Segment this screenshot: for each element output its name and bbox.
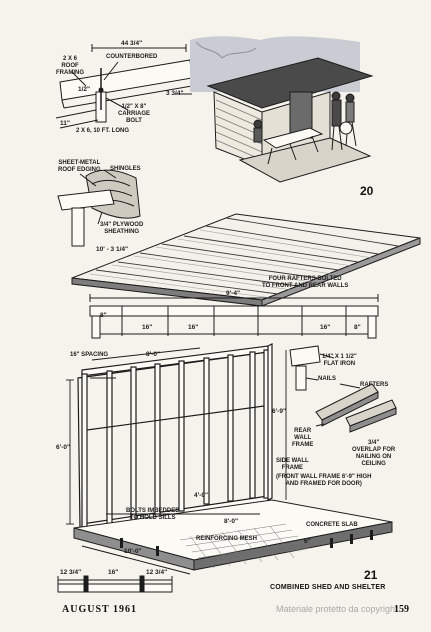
small-dim: 11"	[60, 120, 70, 127]
concrete-slab	[73, 499, 393, 575]
rafters-label: RAFTERS	[360, 382, 389, 388]
spacing-label: 16" SPACING	[70, 352, 109, 358]
spacing-detail	[57, 575, 173, 593]
front-wall-label: (FRONT WALL FRAME 6'-9" HIGH AND FRAMED …	[276, 474, 372, 487]
base-dim: 8'-0"	[224, 518, 239, 525]
sheet-metal-label: SHEET-METAL ROOF EDGING	[58, 160, 101, 173]
d4-dim: 4'-0"	[194, 492, 209, 499]
roof-edge-detail	[57, 169, 141, 247]
wall-framing	[77, 343, 273, 531]
issue-date: AUGUST 1961	[62, 604, 137, 615]
flat-iron-detail	[289, 345, 335, 391]
shed-illustration	[190, 36, 374, 183]
rafter-16c-dim: 16"	[320, 324, 331, 331]
roof-length-dim: 10' - 3 1/4"	[96, 246, 129, 253]
wall-height-dim: 6'-0"	[56, 444, 71, 451]
page-number: 159	[394, 604, 409, 615]
long-2x6-label: 2 x 6, 10 FT. LONG	[76, 128, 130, 134]
right-spacing-dim: 12 3/4"	[146, 569, 168, 576]
wall-width-dim: 8'-0"	[146, 351, 161, 358]
wall-dimensions	[66, 347, 287, 525]
counterbored-label: COUNTERBORED	[106, 54, 158, 60]
copyright-watermark: Materiale protetto da copyright	[276, 604, 398, 614]
nails-label: NAILS	[318, 376, 336, 382]
left-spacing-dim: 12 3/4"	[60, 569, 82, 576]
side-wall-label: SIDE WALL FRAME	[276, 458, 309, 471]
figure-20-number: 20	[360, 184, 374, 198]
roof-framing-label: 2 x 6 ROOF FRAMING	[56, 56, 84, 76]
figure-21-number: 21	[364, 568, 378, 582]
mid-spacing-dim: 16"	[108, 569, 119, 576]
top-width-dim: 44 3/4"	[121, 40, 143, 47]
header-beam	[89, 294, 379, 339]
mesh-label: REINFORCING MESH	[196, 536, 258, 542]
side-height-dim: 6'-9"	[272, 408, 287, 415]
rafter-16b-dim: 16"	[188, 324, 199, 331]
slab-depth-dim: 6"	[304, 538, 311, 545]
carriage-bolt-label: 1/2" x 8" CARRIAGE BOLT	[118, 104, 151, 124]
plywood-label: 3/4" PLYWOOD SHEATHING	[100, 222, 144, 235]
rafters-detail	[315, 383, 397, 433]
bolts-label: BOLTS IMBEDDED TO HOLD SILLS	[126, 508, 180, 521]
half-inch-dim: 1/2"	[78, 86, 91, 93]
depth-dim: 10'-0"	[124, 548, 142, 555]
shingles-label: SHINGLES	[110, 166, 141, 172]
slab-label: CONCRETE SLAB	[306, 522, 358, 528]
figure-21-caption: COMBINED SHED AND SHELTER	[270, 584, 386, 591]
rafter-8a-dim: 8"	[100, 312, 107, 319]
flat-iron-label: 1/4" x 1 1/2" FLAT IRON	[322, 354, 357, 367]
side-dim: 3 3/4"	[166, 90, 184, 97]
overlap-label: 3/4" OVERLAP FOR NAILING ON CEILING	[352, 440, 396, 467]
four-rafters-label: FOUR RAFTERS BOLTED TO FRONT AND REAR WA…	[262, 276, 349, 289]
rafter-8b-dim: 8"	[354, 324, 361, 331]
rear-wall-label: REAR WALL FRAME	[292, 428, 314, 448]
rafter-16a-dim: 16"	[142, 324, 153, 331]
top-length-dim: 9'-4"	[226, 290, 241, 297]
roof-panel	[71, 213, 421, 307]
